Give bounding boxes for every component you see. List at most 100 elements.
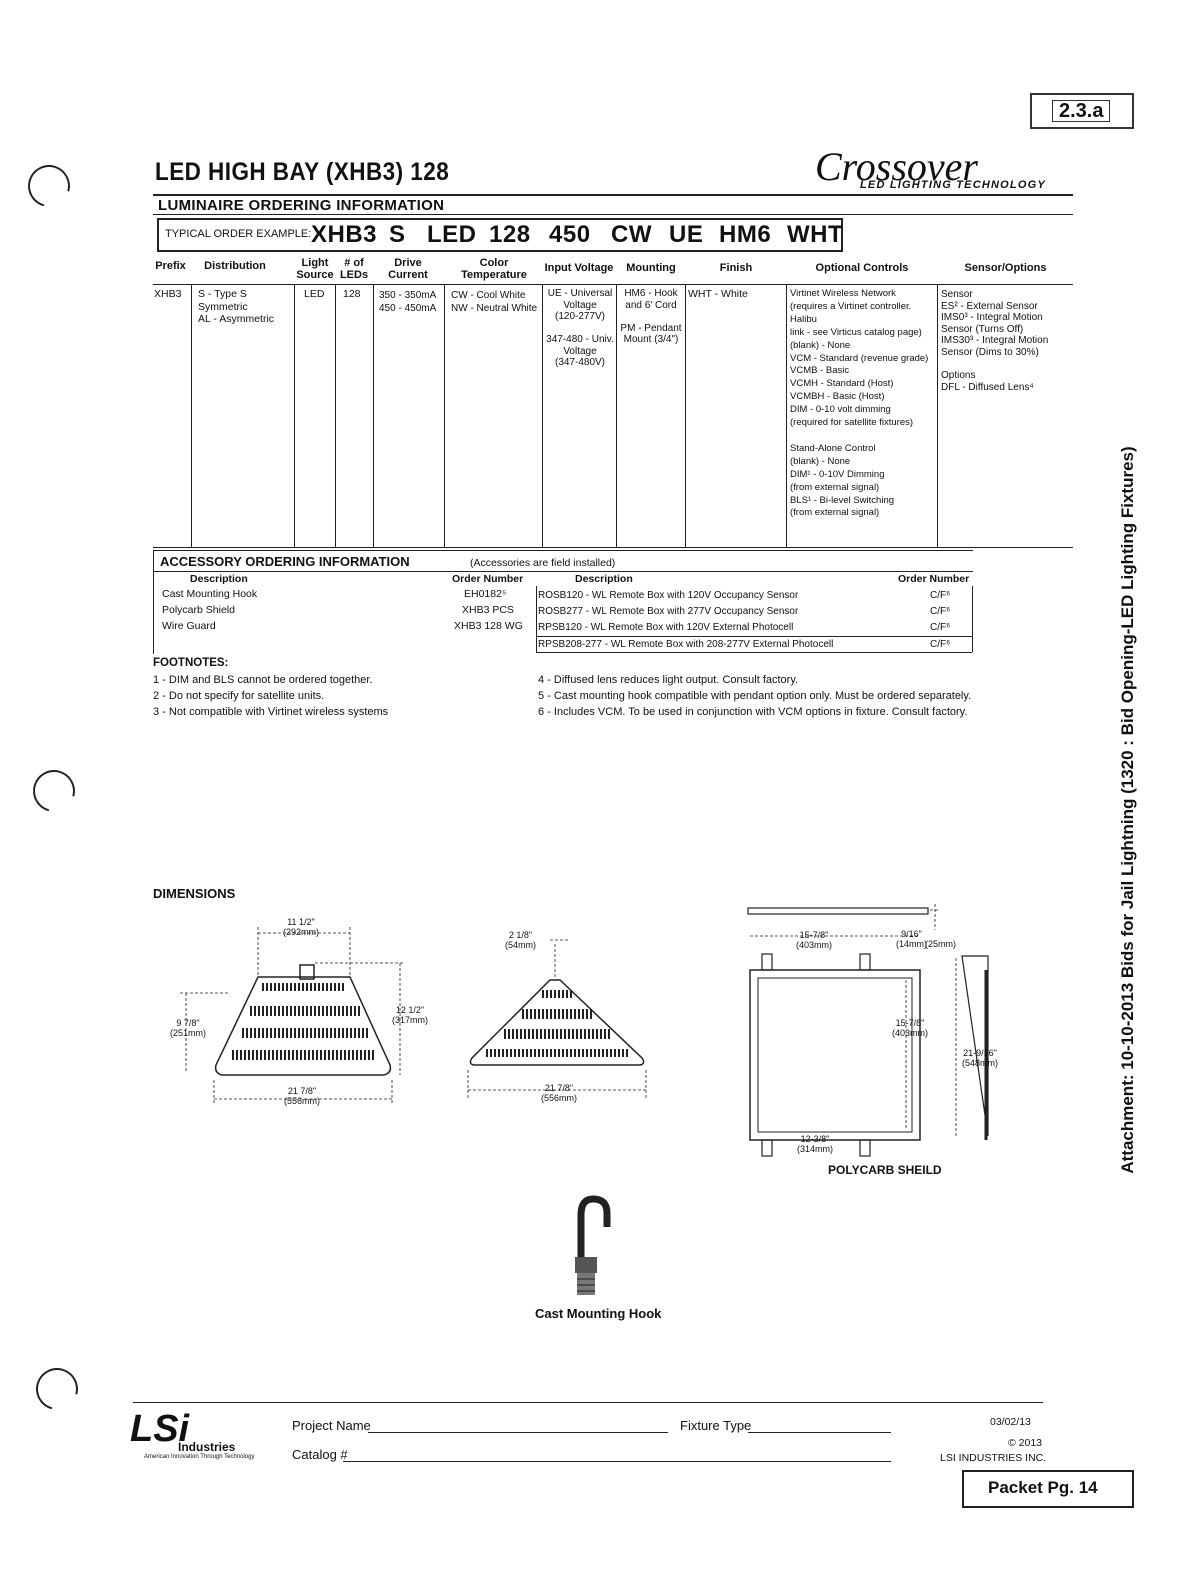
- column-divider: [191, 285, 192, 547]
- shield-depth-label: (25mm): [925, 939, 956, 949]
- side-view-drawing: [467, 939, 647, 1098]
- column-divider: [542, 285, 543, 547]
- accessory-note: (Accessories are field installed): [470, 557, 616, 569]
- accessory-right-order: C/F⁶: [930, 606, 951, 617]
- cast-mounting-hook-label: Cast Mounting Hook: [535, 1306, 662, 1321]
- footer-rule: [133, 1402, 1043, 1403]
- order-example-box: TYPICAL ORDER EXAMPLE: XHB3 S LED 128 45…: [157, 218, 843, 252]
- cell-prefix: XHB3: [154, 288, 182, 300]
- accessory-right-description: ROSB120 - WL Remote Box with 120V Occupa…: [538, 590, 799, 601]
- footnote: 1 - DIM and BLS cannot be ordered togeth…: [153, 674, 373, 686]
- brand-tagline: LED LIGHTING TECHNOLOGY: [860, 179, 1046, 191]
- side-top-label: 2 1/8" (54mm): [505, 930, 536, 950]
- column-header-drive-current: Drive Current: [388, 257, 428, 281]
- accessory-divider: [536, 586, 537, 652]
- dimensions-heading: DIMENSIONS: [153, 886, 236, 901]
- front-width-top-label: 11 1/2" (292mm): [283, 917, 320, 937]
- shield-top-width-label: 15-7/8" (403mm): [796, 930, 833, 950]
- column-divider: [373, 285, 374, 547]
- accessory-heading: ACCESSORY ORDERING INFORMATION: [160, 554, 410, 569]
- order-example-code: LED: [427, 221, 477, 248]
- column-divider: [685, 285, 686, 547]
- column-header-finish: Finish: [719, 262, 753, 274]
- footnote: 3 - Not compatible with Virtinet wireles…: [153, 706, 389, 718]
- accessory-right-description: ROSB277 - WL Remote Box with 277V Occupa…: [538, 606, 799, 617]
- lsi-logo: LSi Industries American Innovation Throu…: [130, 1408, 255, 1460]
- page-title: LED HIGH BAY (XHB3) 128: [155, 158, 450, 186]
- corner-tag: 2.3.a: [1030, 93, 1134, 129]
- order-example-code: WHT: [787, 221, 844, 248]
- accessory-left-header-order: Order Number: [452, 573, 524, 585]
- attachment-side-text: Attachment: 10-10-2013 Bids for Jail Lig…: [1118, 446, 1137, 1174]
- cell-input-voltage: UE - Universal Voltage (120-277V) 347-48…: [546, 288, 614, 368]
- accessory-right-description: RPSB208-277 - WL Remote Box with 208-277…: [538, 639, 834, 650]
- catalog-field[interactable]: [343, 1461, 891, 1462]
- accessory-heading-rule: [153, 571, 973, 572]
- accessory-left-description: Cast Mounting Hook: [162, 588, 258, 600]
- footer-company: LSI INDUSTRIES INC.: [940, 1452, 1047, 1464]
- side-bottom-label: 21 7/8" (556mm): [541, 1083, 578, 1103]
- order-example-code: CW: [611, 221, 652, 248]
- accessory-right-header-order: Order Number: [898, 573, 970, 585]
- cell-color-temperature: CW - Cool White NW - Neutral White: [451, 290, 538, 314]
- cell-finish: WHT - White: [688, 288, 748, 300]
- column-header-color-temperature: Color Temperature: [461, 257, 527, 281]
- table-header-rule: [153, 284, 1073, 285]
- column-header-sensor-options: Sensor/Options: [964, 262, 1047, 274]
- shield-height-label: 15-7/8" (403mm): [892, 1018, 929, 1038]
- accessory-left-order: EH0182⁵: [464, 588, 507, 600]
- lsi-logo-mark: LSi: [130, 1408, 190, 1450]
- catalog-label: Catalog #: [292, 1447, 348, 1462]
- column-header-led-count: # of LEDs: [339, 257, 369, 281]
- order-example-code: XHB3: [311, 221, 378, 248]
- column-header-distribution: Distribution: [204, 260, 266, 272]
- front-height-right-label: 12 1/2" (317mm): [392, 1005, 429, 1025]
- order-example-code: 128: [489, 221, 531, 248]
- column-divider: [335, 285, 336, 547]
- punch-hole-bottom: [28, 1360, 86, 1418]
- footnote: 6 - Includes VCM. To be used in conjunct…: [538, 706, 968, 718]
- fixture-type-label: Fixture Type: [680, 1418, 752, 1433]
- punch-hole-middle: [25, 762, 83, 820]
- cell-led-count: 128: [343, 288, 361, 300]
- accessory-left-description: Wire Guard: [162, 620, 216, 632]
- column-header-prefix: Prefix: [155, 260, 186, 272]
- column-header-optional-controls: Optional Controls: [815, 262, 909, 274]
- cast-mounting-hook-drawing: [575, 1195, 611, 1295]
- footer-date: 03/02/13: [990, 1416, 1031, 1428]
- column-divider: [937, 285, 938, 547]
- lsi-logo-sub: Industries: [178, 1440, 236, 1454]
- column-divider: [444, 285, 445, 547]
- packet-page-box: Packet Pg. 14: [962, 1470, 1134, 1508]
- accessory-bottom-rule: [536, 652, 972, 653]
- footer-copyright: © 2013: [1008, 1437, 1043, 1449]
- accessory-right-description: RPSB120 - WL Remote Box with 120V Extern…: [538, 622, 794, 633]
- accessory-left-order: XHB3 128 WG: [454, 620, 523, 632]
- accessory-left-description: Polycarb Shield: [162, 604, 235, 616]
- accessory-right-order: C/F⁶: [930, 639, 951, 650]
- fixture-type-field[interactable]: [748, 1432, 891, 1433]
- footnote: 2 - Do not specify for satellite units.: [153, 690, 325, 702]
- accessory-row-rule: [536, 636, 972, 637]
- column-divider: [294, 285, 295, 547]
- column-divider: [786, 285, 787, 547]
- order-example-code: S: [389, 221, 406, 248]
- luminaire-rule: [153, 214, 1073, 215]
- cell-light-source: LED: [304, 288, 325, 300]
- column-header-input-voltage: Input Voltage: [544, 262, 614, 274]
- accessory-left-order: XHB3 PCS: [462, 604, 514, 616]
- shield-bottom-label: 12-3/8" (314mm): [797, 1134, 834, 1154]
- front-height-left-label: 9 7/8" (251mm): [170, 1018, 207, 1038]
- accessory-border-left: [153, 550, 154, 654]
- order-example-code: HM6: [719, 221, 772, 248]
- punch-hole-top: [20, 157, 78, 215]
- header-rule: [153, 194, 1073, 196]
- project-name-field[interactable]: [368, 1432, 668, 1433]
- cell-drive-current: 350 - 350mA 450 - 450mA: [379, 290, 437, 314]
- polycarb-shield-label: POLYCARB SHEILD: [828, 1163, 942, 1177]
- cell-optional-controls: Virtinet Wireless Network (requires a Vi…: [790, 288, 929, 519]
- accessory-right-order: C/F⁶: [930, 622, 951, 633]
- lsi-logo-tagline: American Innovation Through Technology: [144, 1454, 255, 1460]
- column-header-mounting: Mounting: [626, 262, 676, 274]
- polycarb-shield-drawing: [747, 904, 989, 1157]
